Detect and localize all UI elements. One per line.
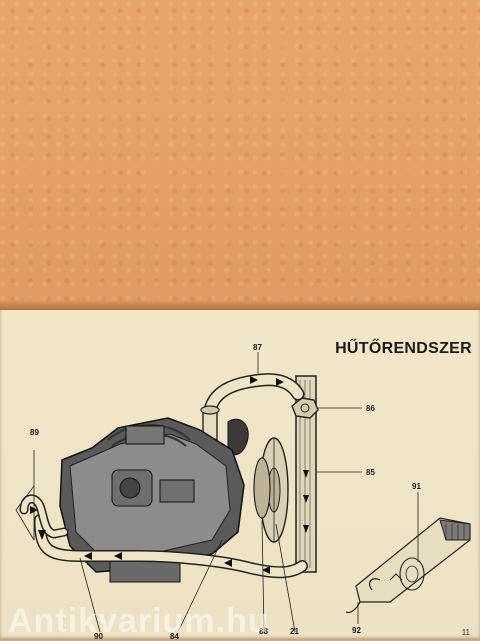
callout-89: 89 — [30, 428, 39, 437]
cooling-system-diagram — [15, 352, 471, 633]
dimension-bracket — [15, 450, 35, 541]
lower-hose — [34, 514, 308, 579]
callout-21: 21 — [290, 627, 299, 636]
callout-92: 92 — [352, 626, 361, 635]
page-title: HŰTŐRENDSZER — [335, 340, 472, 357]
heater-core — [345, 517, 471, 614]
callout-leader-lines — [79, 352, 419, 633]
callout-84: 84 — [170, 632, 179, 641]
callout-91: 91 — [412, 482, 421, 491]
radiator — [295, 375, 317, 573]
book-page: HŰTŐRENDSZER — [0, 310, 480, 641]
callout-85: 85 — [366, 468, 375, 477]
callout-86: 86 — [366, 404, 375, 413]
book-cover-background — [0, 0, 480, 310]
callout-90: 90 — [94, 632, 103, 641]
water-pump-pulley — [253, 457, 271, 519]
callout-88: 88 — [259, 627, 268, 636]
upper-hose — [203, 373, 305, 417]
page-number: 11 — [461, 628, 470, 637]
engine-block — [59, 417, 245, 583]
watermark: Antikvarium.hu — [8, 602, 270, 640]
callout-87: 87 — [253, 343, 262, 352]
